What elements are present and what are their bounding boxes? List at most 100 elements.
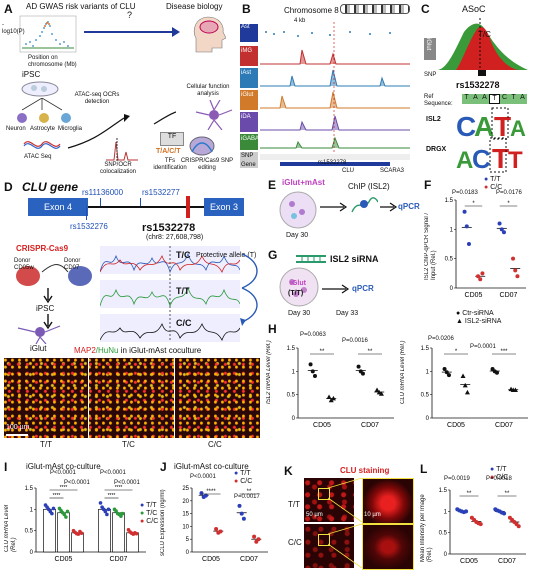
panel-e-label: E <box>268 178 277 192</box>
j-legend: ● T/T ● C/C <box>234 470 252 486</box>
snp-tick-2 <box>140 198 141 206</box>
svg-text:A: A <box>510 116 526 140</box>
h-legend-ctr: Ctr-siRNA <box>462 310 494 317</box>
legend-dot: ● <box>140 510 145 517</box>
j-legend-cc: C/C <box>240 478 253 485</box>
legend-circle: ● <box>456 310 461 317</box>
y-tick-label: 0 <box>450 286 454 292</box>
legend-dot: ● <box>234 478 239 485</box>
track-igaba: iGABA <box>241 136 260 142</box>
data-point <box>50 511 54 516</box>
isl2-motif-logo: C A T A <box>456 107 526 140</box>
bar <box>57 512 70 553</box>
y-tick-label: 25 <box>182 486 189 492</box>
hunu-label: /HuNu <box>95 346 119 355</box>
data-point <box>464 389 470 395</box>
panel-c-label: C <box>421 2 430 16</box>
data-point <box>476 274 481 279</box>
data-point <box>466 242 471 246</box>
y-tick-label: 1 <box>30 507 34 513</box>
panel-a-label: A <box>4 2 13 16</box>
legend-dot: ● <box>140 502 145 509</box>
chromosome-ideogram <box>340 4 410 14</box>
scale-bar-d: 100 µm <box>6 424 30 431</box>
data-point <box>360 371 365 376</box>
k-row-cc: C/C <box>288 538 302 547</box>
k-scale-50: 50 µm <box>306 512 323 518</box>
x-tick-label: CD07 <box>110 556 128 563</box>
y-tick-label: 10 <box>182 524 189 530</box>
svg-text:C: C <box>456 111 476 140</box>
data-point <box>330 395 336 401</box>
map2-label: MAP2 <box>74 346 96 355</box>
y-tick-label: 5 <box>186 537 190 543</box>
k-image-cc-low <box>304 524 354 568</box>
genotype-tc-d: T/C <box>176 250 191 260</box>
seq-base: T <box>509 94 518 104</box>
data-point <box>444 370 449 375</box>
k-image-cc-zoom <box>362 524 414 570</box>
e-day30: Day 30 <box>286 232 309 239</box>
x-tick-label: CD07 <box>498 558 516 565</box>
i-ylabel: CLU mRNA Level (Rel.) <box>4 504 17 552</box>
question-arrow <box>84 27 180 37</box>
seq-base: A <box>471 94 480 104</box>
data-point <box>378 391 384 396</box>
rs1532276: rs1532276 <box>70 222 108 231</box>
f-p2: P=0.0176 <box>496 190 522 196</box>
i-p-cd05-b: P<0.0001 <box>64 480 90 486</box>
k-zoom-box-tt <box>318 488 330 500</box>
exon-3: Exon 3 <box>204 198 244 216</box>
legend-dot-cc: ● <box>484 184 489 191</box>
panel-b-label: B <box>242 2 251 16</box>
y-tick-label: 1.5 <box>445 198 454 204</box>
data-point <box>356 364 361 369</box>
ref-sequence-label: Ref Sequence: <box>424 94 453 107</box>
clu-gene-title: CLU gene <box>22 180 79 194</box>
i-legend: ● T/T ● T/C ● C/C <box>140 502 158 526</box>
data-point <box>511 256 516 261</box>
workflow-arrows <box>67 111 176 149</box>
k-zoom-lines <box>328 478 363 568</box>
rs1532278-position: (chr8: 27,608,798) <box>146 234 204 241</box>
data-point <box>312 374 317 378</box>
x-tick-label: CD07 <box>500 292 518 299</box>
data-point <box>499 227 504 232</box>
data-point <box>374 387 380 392</box>
seq-base-variant: T <box>489 94 500 104</box>
seq-base: C <box>500 94 509 104</box>
data-point <box>464 509 469 514</box>
y-tick-label: 0.5 <box>287 393 296 399</box>
y-tick-label: 1.5 <box>421 346 430 352</box>
g-day33: Day 33 <box>336 310 359 317</box>
protective-allele: Protective allele (T) <box>196 252 257 259</box>
l-ylabel: Mean Intensity per Image (Rel.) <box>420 494 433 562</box>
g-title: ISL2 siRNA <box>330 254 379 264</box>
ipsc-label-a: iPSC <box>22 70 41 79</box>
snp-label-c: SNP <box>424 72 437 78</box>
sanger-chromatograms <box>100 246 240 342</box>
image-divider-1 <box>88 358 89 438</box>
legend-dot: ● <box>140 518 145 525</box>
h-ylabel-isl2: ISL2 mRNA Level (Rel.) <box>266 340 272 404</box>
h-legend-isl2: ISL2-siRNA <box>464 318 502 325</box>
data-point <box>120 511 125 516</box>
sirna-icon <box>296 255 326 263</box>
x-tick-label: CD07 <box>240 556 258 563</box>
y-tick-label: 1.5 <box>25 486 34 492</box>
data-point <box>516 524 521 529</box>
i-legend-cc: C/C <box>146 518 159 525</box>
data-point <box>62 512 67 517</box>
y-tick-label: 0 <box>186 550 190 556</box>
snp-marker-c <box>478 70 486 76</box>
significance-stars: ** <box>320 349 325 355</box>
rs1532278-d: rs1532278 <box>142 222 196 234</box>
significance-stars: **** <box>60 485 68 491</box>
svg-text:C: C <box>472 144 491 174</box>
significance-stars: *** <box>500 349 508 355</box>
legend-dot: ● <box>234 470 239 477</box>
data-point <box>199 491 204 496</box>
question-mark: ? <box>127 10 133 20</box>
image-geno-tt: T/T <box>40 440 52 449</box>
y-tick-label: 1.5 <box>287 346 296 352</box>
